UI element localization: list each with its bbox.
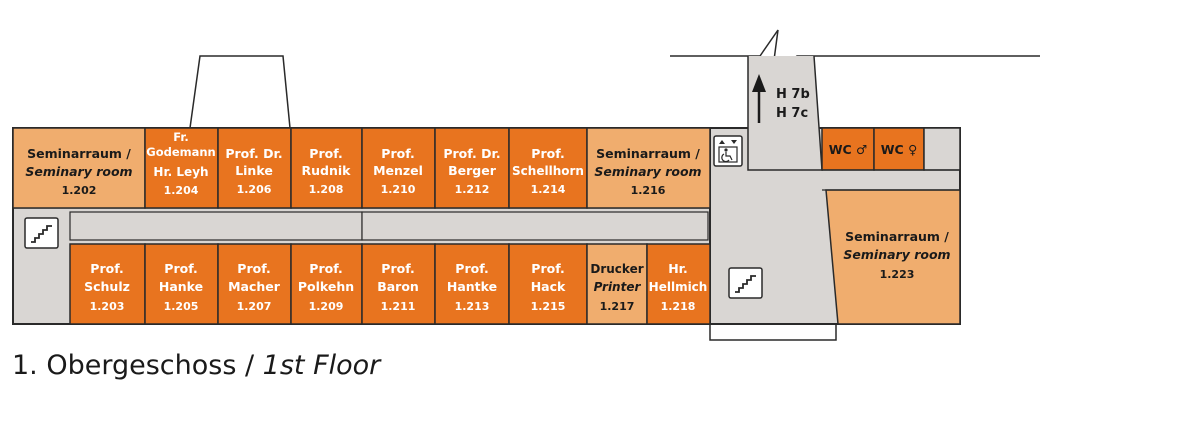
room-occupant: Prof.: [309, 146, 342, 161]
room-number: 1.216: [631, 184, 666, 197]
room-1-207[interactable]: [217, 243, 292, 325]
room-1-213[interactable]: [434, 243, 510, 325]
corridor-strip-west: [69, 211, 363, 241]
room-number: 1.207: [237, 300, 272, 313]
room-number: 1.223: [880, 268, 915, 281]
room-occupant: Rudnik: [302, 163, 352, 178]
room-occupant: Prof.: [455, 261, 488, 276]
exit-tower: [747, 55, 823, 171]
room-occupant: Prof.: [309, 261, 342, 276]
room-occupant: Hellmich: [649, 280, 708, 294]
room-1-205[interactable]: [144, 243, 219, 325]
stairs-icon: [24, 217, 59, 249]
room-occupant: Hr. Leyh: [153, 165, 208, 179]
room-occupant: Prof.: [531, 146, 564, 161]
floor-title-en: 1st Floor: [262, 350, 381, 381]
room-1-216[interactable]: [586, 127, 711, 209]
room-number: 1.211: [381, 300, 416, 313]
room-1-204[interactable]: [144, 127, 219, 209]
room-occupant: Prof.: [381, 261, 414, 276]
wc-female-label: WC ♀: [881, 142, 917, 157]
room-number: 1.209: [309, 300, 344, 313]
room-number: 1.208: [309, 183, 344, 196]
room-occupant: Printer: [594, 280, 642, 294]
room-1-206[interactable]: [217, 127, 292, 209]
wc-male-label: WC ♂: [829, 142, 868, 157]
room-occupant: Hack: [531, 279, 566, 294]
room-occupant: Prof.: [164, 261, 197, 276]
room-occupant: Prof.: [531, 261, 564, 276]
room-name: Seminarraum /: [596, 146, 700, 161]
room-name-en: Seminary room: [594, 164, 701, 179]
room-occupant: Fr.: [173, 130, 189, 144]
room-number: 1.205: [164, 300, 199, 313]
room-1-214[interactable]: [508, 127, 588, 209]
room-number: 1.202: [62, 184, 97, 197]
exit-label-h7c: H 7c: [776, 106, 808, 121]
room-1-209[interactable]: [290, 243, 363, 325]
room-number: 1.218: [661, 300, 696, 313]
elevator-icon: [713, 135, 743, 167]
stairs-icon: [728, 267, 763, 299]
room-number: 1.210: [381, 183, 416, 196]
room-number: 1.203: [90, 300, 125, 313]
room-occupant: Prof. Dr.: [225, 146, 282, 161]
room-1-202[interactable]: [12, 127, 146, 209]
stairwell-outline: [189, 55, 291, 129]
room-name: Seminarraum /: [27, 146, 131, 161]
room-1-215[interactable]: [508, 243, 588, 325]
room-number: 1.215: [531, 300, 566, 313]
room-occupant: Hr.: [668, 261, 688, 276]
room-number: 1.214: [531, 183, 566, 196]
room-occupant: Schulz: [84, 279, 130, 294]
room-occupant: Macher: [228, 279, 281, 294]
room-occupant: Berger: [448, 163, 497, 178]
room-number: 1.204: [164, 184, 199, 197]
room-occupant: Menzel: [373, 163, 423, 178]
room-name-en: Seminary room: [25, 164, 132, 179]
room-1-217[interactable]: [586, 243, 648, 325]
exit-label-h7b: H 7b: [776, 87, 810, 102]
room-occupant: Godemann: [146, 145, 216, 159]
room-name: Seminarraum /: [845, 229, 949, 244]
room-1-203[interactable]: [69, 243, 146, 325]
room-occupant: Schellhorn: [512, 164, 584, 178]
room-number: 1.212: [455, 183, 490, 196]
storage-room: [923, 127, 961, 171]
room-1-211[interactable]: [361, 243, 436, 325]
room-1-218[interactable]: [646, 243, 711, 325]
room-occupant: Prof.: [90, 261, 123, 276]
wc-male[interactable]: [821, 127, 875, 171]
room-occupant: Prof.: [237, 261, 270, 276]
room-occupant: Baron: [377, 279, 419, 294]
room-name-en: Seminary room: [843, 247, 950, 262]
room-occupant: Linke: [235, 163, 273, 178]
entrance-outline: [709, 324, 837, 341]
room-1-212[interactable]: [434, 127, 510, 209]
exit-top-line: [670, 29, 1040, 77]
caption-separator: /: [236, 350, 263, 381]
room-1-208[interactable]: [290, 127, 363, 209]
room-occupant: Hantke: [447, 279, 497, 294]
room-occupant: Polkehn: [298, 279, 354, 294]
corridor-strip-east: [361, 211, 709, 241]
room-occupant: Prof.: [381, 146, 414, 161]
floor-caption: 1. Obergeschoss / 1st Floor: [12, 350, 380, 381]
floor-title-de: 1. Obergeschoss: [12, 350, 237, 381]
room-1-210[interactable]: [361, 127, 436, 209]
room-number: 1.213: [455, 300, 490, 313]
room-number: 1.217: [600, 300, 635, 313]
room-occupant: Prof. Dr.: [443, 146, 500, 161]
room-occupant: Hanke: [159, 279, 203, 294]
room-occupant: Drucker: [590, 262, 643, 276]
room-number: 1.206: [237, 183, 272, 196]
arrow-up-icon: [752, 74, 766, 123]
